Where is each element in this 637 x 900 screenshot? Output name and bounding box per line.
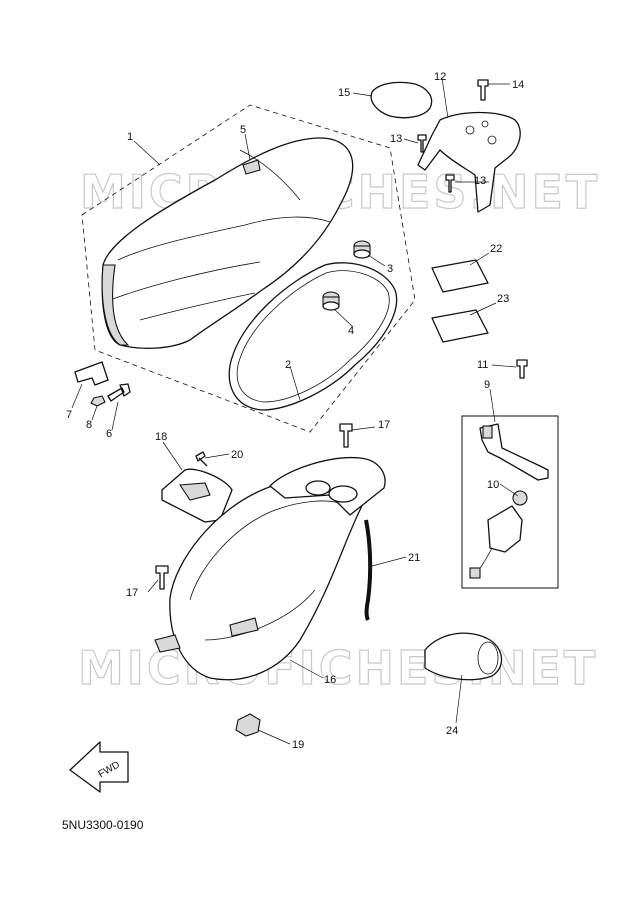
damper-4 [322,291,340,311]
fwd-arrow: FWD [69,741,129,793]
callout-2: 2 [285,359,291,371]
bolt-13-upper [417,134,427,153]
watermark-bottom: MICROFICHES.NET [78,641,598,695]
damper-3 [353,240,371,259]
lock-bracket [479,423,549,481]
screw-20 [195,451,208,467]
cap [370,81,433,119]
callout-13-upper: 13 [390,133,402,145]
callout-13-lower: 13 [474,175,486,187]
callout-6: 6 [106,428,112,440]
pad-23 [431,309,489,343]
callout-17-upper: 17 [378,419,390,431]
callout-21: 21 [408,552,420,564]
grab-bar [417,111,521,213]
callout-8: 8 [86,419,92,431]
seat-hinge [74,361,109,386]
callout-15: 15 [338,87,350,99]
storage-box [154,456,386,681]
callout-23: 23 [497,293,509,305]
callout-12: 12 [434,71,446,83]
callout-5: 5 [240,124,246,136]
callout-9: 9 [484,379,490,391]
hose [364,519,373,621]
bolt-14 [477,79,489,101]
bolt-6 [107,383,131,402]
callout-18: 18 [155,431,167,443]
callout-4: 4 [348,325,354,337]
nut-19 [235,713,261,737]
cover-24 [424,632,503,681]
bolt-13-lower [445,174,455,193]
callout-22: 22 [490,243,502,255]
drawing-code: 5NU3300-0190 [62,818,144,832]
callout-24: 24 [446,725,458,737]
seat-emblem [242,159,261,175]
bolt-11 [516,359,528,379]
pad-22 [431,259,489,293]
cover-18-tab [179,482,211,501]
seat-assembly-outline [81,104,416,433]
callout-19: 19 [292,739,304,751]
leaders [71,77,519,745]
callout-10: 10 [487,479,499,491]
callout-14: 14 [512,79,524,91]
bolt-17-upper [339,423,353,448]
seat-lock [469,490,528,579]
nut-8 [90,395,106,407]
lock-assembly-box [461,415,559,589]
bolt-17-lower [155,565,169,590]
seat-seal [228,262,398,411]
callout-17-lower: 17 [126,587,138,599]
seat [101,137,354,349]
callout-16: 16 [324,674,336,686]
cover-24-opening [477,641,499,675]
callout-11: 11 [477,359,488,371]
callout-1: 1 [127,131,133,143]
callout-3: 3 [387,263,393,275]
callout-7: 7 [66,409,72,421]
callout-20: 20 [231,449,243,461]
